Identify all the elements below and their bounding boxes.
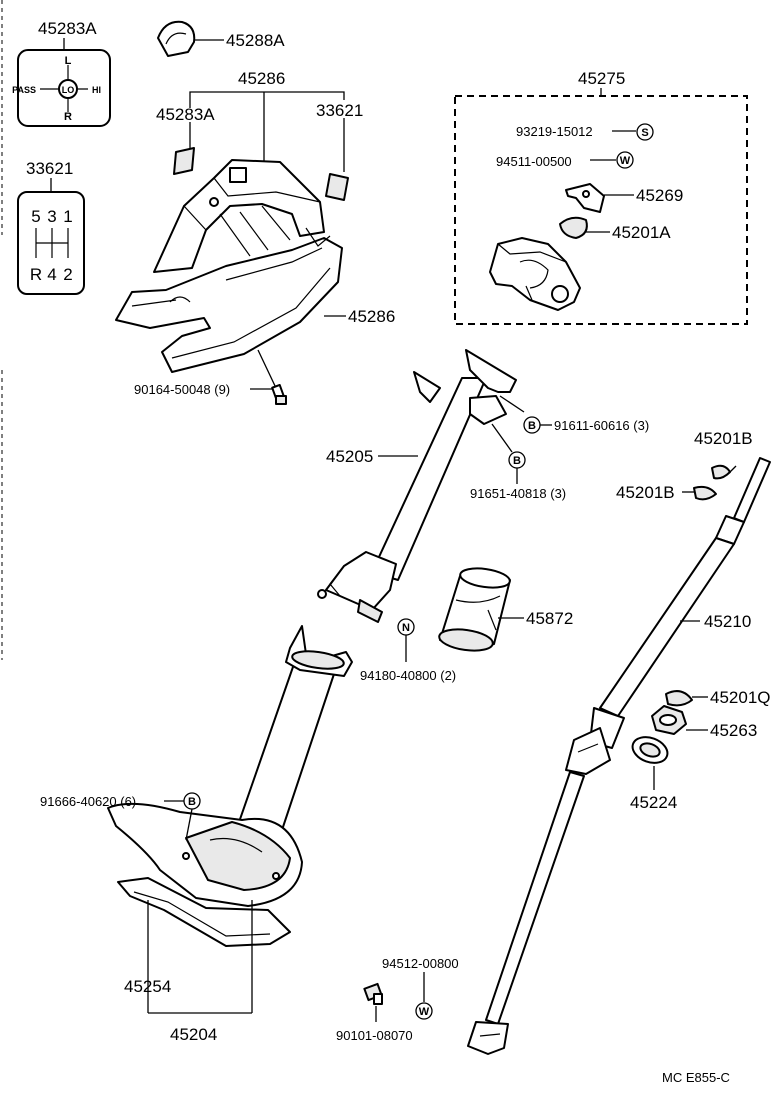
label-45205: 45205 [326,447,373,466]
label-45201a: 45201A [612,223,671,242]
label-45224: 45224 [630,793,677,812]
label-94511: 94511-00500 [496,154,572,169]
label-45201b-a: 45201B [694,429,753,448]
ring-45201a [559,216,588,239]
label-93219: 93219-15012 [516,124,593,139]
label-45204: 45204 [170,1025,217,1044]
symbol-b-text-91611: B [528,420,536,432]
bushing-45872 [438,567,511,652]
badge-label-r: R [64,111,72,123]
label-45275: 45275 [578,69,625,88]
label-45286-top: 45286 [238,69,285,88]
shift-gear-3: 3 [47,207,56,226]
label-91651: 91651-40818 (3) [470,486,566,501]
shift-gear-r: R [30,265,42,284]
label-90101: 90101-08070 [336,1028,413,1043]
symbol-w-text: W [620,155,631,167]
label-45201b-b: 45201B [616,483,675,502]
shift-gear-5: 5 [31,207,40,226]
label-45201q: 45201Q [710,688,771,707]
bearing-45224 [631,736,669,764]
symbol-w-94512 [415,1002,433,1020]
badge-label-lo: LO [62,85,75,95]
label-45254: 45254 [124,977,171,996]
label-91611: 91611-60616 (3) [554,418,649,433]
symbol-s-text: S [641,127,648,139]
symbol-n-text: N [402,622,410,634]
clip-part-45288a [157,20,196,57]
clip-45201q [665,690,693,707]
symbol-b-text-91651: B [513,455,521,467]
label-90164: 90164-50048 (9) [134,382,230,397]
clip-45201b-upper [711,464,731,480]
label-45283a-top: 45283A [38,19,97,38]
label-45872: 45872 [526,609,573,628]
label-33621-right: 33621 [316,101,363,120]
shift-gear-2: 2 [63,265,72,284]
shift-pattern-badge: 5 3 1 R 4 2 [17,191,85,295]
screw-90164 [271,383,287,405]
badge-label-hi: HI [92,85,101,95]
label-33621-left: 33621 [26,159,73,178]
badge-label-l: L [65,55,72,67]
column-cover-upper [115,147,349,373]
lock-cylinder-housing [489,237,581,311]
nut-45263 [651,705,687,735]
badge-label-pass: PASS [12,85,36,95]
label-45210: 45210 [704,612,751,631]
label-45286-low: 45286 [348,307,395,326]
label-91666: 91666-40620 (6) [40,794,136,809]
label-94180: 94180-40800 (2) [360,668,456,683]
switch-emblem-badge: L PASS LO HI R [12,49,111,127]
label-45288a: 45288A [226,31,285,50]
diagram-code: MC E855-C [662,1070,730,1085]
steering-shaft-45210 [467,457,771,1055]
label-45269: 45269 [636,186,683,205]
label-45263: 45263 [710,721,757,740]
shift-gear-1: 1 [63,207,72,226]
symbol-s-93219 [636,123,654,141]
assembly-45275-box [454,95,748,325]
symbol-w-text-94512: W [419,1006,430,1018]
column-lower-45204 [107,625,353,947]
label-45283a-mid: 45283A [156,105,215,124]
symbol-b-text-91666: B [188,796,196,808]
shift-gear-4: 4 [47,265,56,284]
bolt-90101 [363,982,383,1005]
label-94512: 94512-00800 [382,956,459,971]
symbol-w-94511 [616,151,634,169]
bracket-45269 [565,183,605,213]
column-tube-45205 [317,349,517,623]
clip-45201b-lower [693,485,717,501]
